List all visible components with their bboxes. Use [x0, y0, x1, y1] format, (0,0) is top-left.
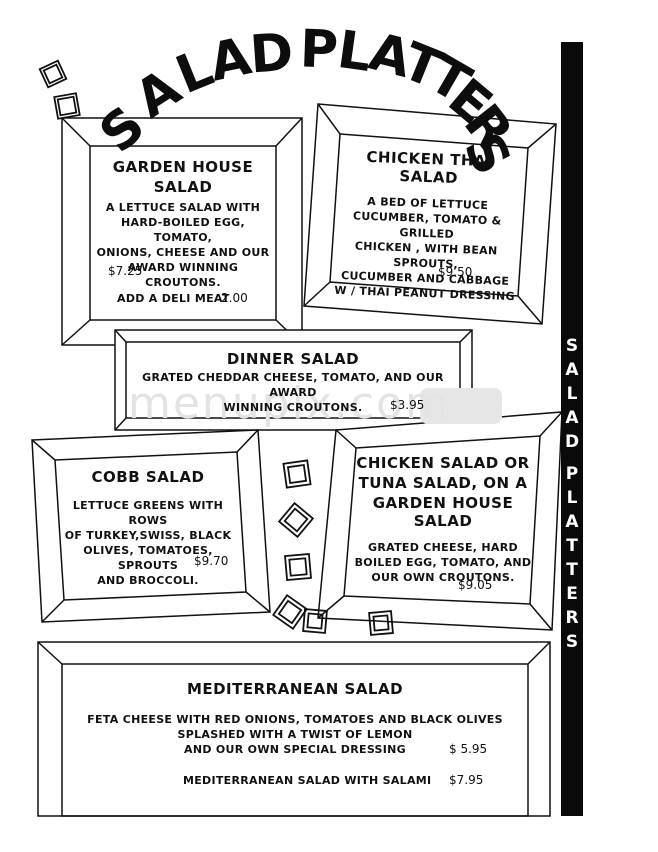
item-description: GRATED CHEESE, HARD BOILED EGG, TOMATO, …	[350, 540, 536, 585]
item-price: $ 5.95	[449, 742, 488, 756]
item-name: CHICKEN THAI SALAD	[366, 147, 493, 188]
variant-label: MEDITERRANEAN SALAD WITH SALAMI	[183, 774, 432, 787]
description-line: HARD-BOILED EGG, TOMATO,	[121, 216, 245, 244]
mediterranean-frame	[37, 641, 551, 817]
sidebar-letter: D	[564, 432, 580, 452]
description-line: GRATED CHEDDAR CHEESE, TOMATO, AND OUR A…	[142, 371, 444, 399]
watermark-box	[420, 388, 502, 424]
item-price: $9.05	[458, 578, 493, 592]
description-line: BOILED EGG, TOMATO, AND	[354, 556, 532, 569]
description-line: OUR OWN CROUTONS.	[371, 571, 515, 584]
item-description: FETA CHEESE WITH RED ONIONS, TOMATOES AN…	[70, 712, 520, 757]
description-line: OLIVES, TOMATOES, SPROUTS	[83, 544, 213, 572]
chicken-thai-item: CHICKEN THAI SALAD A BED OF LETTUCE CUCU…	[331, 147, 522, 304]
sidebar-letter: S	[565, 632, 579, 652]
sidebar-bar	[561, 42, 583, 816]
description-line: LETTUCE GREENS WITH ROWS	[72, 499, 224, 527]
addon-label: ADD A DELI MEAT	[117, 292, 230, 305]
description-line: OF TURKEY,SWISS, BLACK	[64, 529, 232, 542]
item-description: A LETTUCE SALAD WITH HARD-BOILED EGG, TO…	[95, 200, 271, 290]
watermark: menupix.com	[128, 378, 450, 429]
item-name: DINNER SALAD	[226, 350, 360, 368]
item-name: MEDITERRANEAN SALAD	[186, 680, 404, 698]
title-letter: D	[247, 22, 296, 86]
sidebar-letter: E	[566, 584, 578, 604]
item-price: $7.25	[108, 264, 143, 278]
garden-house-item: GARDEN HOUSE SALAD A LETTUCE SALAD WITH …	[95, 158, 271, 290]
item-name: TUNA SALAD, ON A	[358, 474, 528, 492]
description-line: AND OUR OWN SPECIAL DRESSING	[184, 743, 406, 756]
description-line: FETA CHEESE WITH RED ONIONS, TOMATOES AN…	[87, 713, 503, 726]
sidebar-letter: A	[565, 512, 579, 532]
item-name: CHICKEN SALAD OR	[356, 454, 530, 472]
item-price: $3.95	[390, 398, 425, 412]
item-name: GARDEN HOUSE	[112, 158, 254, 176]
item-name: COBB SALAD	[91, 468, 205, 486]
cobb-item: COBB SALAD LETTUCE GREENS WITH ROWS OF T…	[58, 468, 238, 588]
sidebar-letter: L	[566, 488, 578, 508]
chicken-tuna-item: CHICKEN SALAD OR TUNA SALAD, ON A GARDEN…	[350, 454, 536, 585]
item-description: A BED OF LETTUCE CUCUMBER, TOMATO & GRIL…	[331, 193, 521, 304]
sidebar-letter: L	[566, 384, 578, 404]
item-name: SALAD	[153, 178, 213, 196]
description-line: WINNING CROUTONS.	[223, 401, 363, 414]
title-letter: P	[298, 19, 340, 81]
description-line: GRATED CHEESE, HARD	[368, 541, 518, 554]
cobb-frame	[31, 429, 271, 623]
description-line: ONIONS, CHEESE AND OUR	[96, 246, 270, 259]
sidebar-letter: R	[565, 608, 579, 628]
description-line: AWARD WINNING CROUTONS.	[127, 261, 239, 289]
variant-price: $7.95	[449, 773, 484, 787]
sidebar-letter: A	[565, 408, 579, 428]
sidebar-letter: A	[565, 360, 579, 380]
dinner-item: DINNER SALAD GRATED CHEDDAR CHEESE, TOMA…	[128, 350, 458, 415]
addon-price: 2.00	[221, 291, 248, 305]
sidebar-letter: S	[565, 336, 579, 356]
chicken-thai-frame	[303, 103, 557, 325]
sidebar-letter: T	[566, 536, 578, 556]
item-description: GRATED CHEDDAR CHEESE, TOMATO, AND OUR A…	[128, 370, 458, 415]
item-name: GARDEN HOUSE SALAD	[372, 494, 514, 530]
item-price: $9.50	[438, 265, 473, 279]
sidebar-letter: P	[565, 464, 579, 484]
sidebar-letter: T	[566, 560, 578, 580]
description-line: AND BROCCOLI.	[97, 574, 199, 587]
item-price: $9.70	[194, 554, 229, 568]
decorative-squares	[38, 59, 394, 636]
item-description: LETTUCE GREENS WITH ROWS OF TURKEY,SWISS…	[58, 498, 238, 588]
mediterranean-item: MEDITERRANEAN SALAD FETA CHEESE WITH RED…	[70, 680, 520, 757]
description-line: A LETTUCE SALAD WITH	[105, 201, 261, 214]
description-line: SPLASHED WITH A TWIST OF LEMON	[177, 728, 413, 741]
